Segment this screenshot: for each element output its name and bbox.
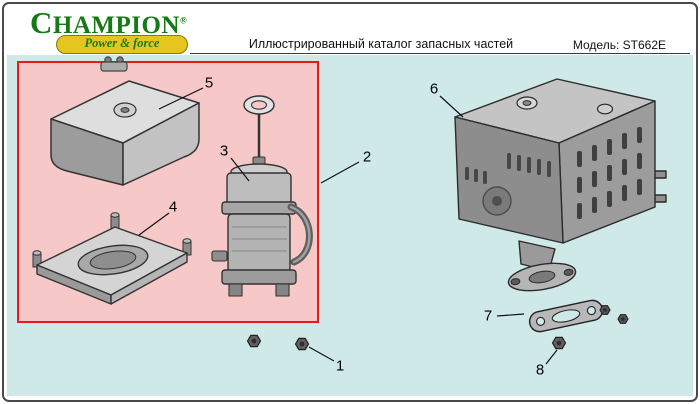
- logo-word: CHAMPION: [30, 5, 180, 40]
- callout-4: 4: [168, 198, 178, 216]
- exhaust-gasket-part: [528, 299, 604, 333]
- champion-logo: CHAMPION® Power & force: [30, 7, 205, 54]
- model-label: Модель: ST662E: [572, 38, 666, 52]
- leader-lines: [138, 87, 558, 365]
- callout-3: 3: [219, 142, 229, 160]
- logo-text: CHAMPION®: [30, 7, 205, 38]
- callout-2: 2: [362, 148, 372, 166]
- header-divider: [190, 53, 690, 54]
- mounting-nuts-part: [246, 334, 310, 351]
- flange-nut-part: [551, 336, 567, 350]
- callout-6: 6: [429, 80, 439, 98]
- engine-assembly-part: [454, 78, 667, 292]
- diagram-area: 1 2 3 4 5 6 7 8: [7, 55, 693, 396]
- page-title: Иллюстрированный каталог запасных частей: [248, 37, 514, 51]
- registered-mark: ®: [180, 15, 188, 26]
- filter-element-part: [211, 95, 313, 297]
- callout-5: 5: [204, 74, 214, 92]
- air-filter-base-part: [32, 212, 192, 305]
- air-filter-cover-part: [50, 80, 200, 186]
- gasket-bolts-part: [599, 305, 629, 324]
- clamp-part: [100, 56, 128, 72]
- logo-tagline: Power & force: [56, 35, 188, 54]
- parts-svg: [32, 56, 667, 365]
- callout-1: 1: [335, 357, 345, 375]
- callout-8: 8: [535, 361, 545, 379]
- callout-7: 7: [483, 307, 493, 325]
- header: CHAMPION® Power & force Иллюстрированный…: [8, 4, 692, 55]
